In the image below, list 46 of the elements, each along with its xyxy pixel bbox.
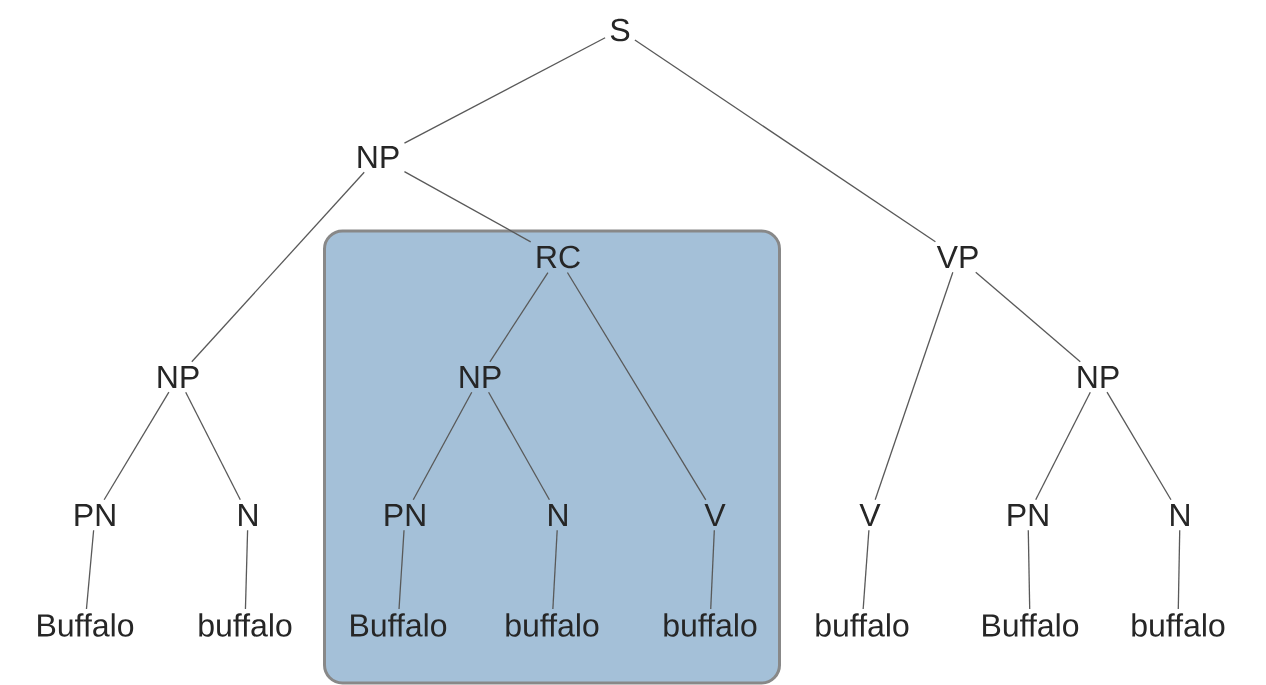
tree-branch <box>710 529 715 610</box>
tree-label: PN <box>1008 504 1048 526</box>
word-label: buffalo <box>664 613 757 637</box>
word-label: Buffalo <box>983 613 1079 637</box>
word-label: buffalo <box>1132 613 1225 637</box>
tree-branch <box>634 39 937 243</box>
tree-branch <box>398 529 405 610</box>
tree-branch <box>185 391 241 501</box>
tree-branch <box>566 271 707 501</box>
word-label: buffalo <box>816 613 909 637</box>
tree-label: PN <box>75 504 115 526</box>
tree-branch <box>403 37 606 144</box>
tree-label: V <box>859 504 881 526</box>
word-label: buffalo <box>506 613 599 637</box>
tree-branch <box>874 271 954 501</box>
word-label: buffalo <box>199 613 292 637</box>
tree-label: V <box>704 504 726 526</box>
word-label: Buffalo <box>38 613 134 637</box>
tree-branch <box>85 529 95 610</box>
tree-label: VP <box>936 246 978 268</box>
word-label: Buffalo <box>351 613 447 637</box>
tree-label: NP <box>158 366 199 388</box>
tree-label: N <box>1171 504 1189 526</box>
tree-branch <box>487 391 551 501</box>
tree-branch <box>244 529 249 610</box>
tree-label: N <box>549 504 567 526</box>
tree-branch <box>103 391 170 501</box>
tree-branch <box>552 529 558 610</box>
tree-label: RC <box>537 245 580 269</box>
tree-branch <box>412 391 473 501</box>
tree-branch <box>975 271 1081 363</box>
tree-label: NP <box>460 366 501 388</box>
tree-branch <box>191 171 365 363</box>
tree-branch <box>1177 529 1181 610</box>
tree-branch <box>489 271 549 363</box>
tree-branch <box>1035 391 1091 501</box>
tree-branch <box>1027 529 1031 610</box>
tree-branch <box>403 171 532 243</box>
tree-label: PN <box>385 504 425 526</box>
tree-label: N <box>239 504 257 526</box>
highlight-box <box>323 229 781 685</box>
tree-branch <box>862 529 870 610</box>
tree-label: NP <box>1078 366 1119 388</box>
tree-label: NP <box>358 146 399 168</box>
tree-label: S <box>610 18 630 42</box>
tree-branch <box>1106 391 1172 501</box>
